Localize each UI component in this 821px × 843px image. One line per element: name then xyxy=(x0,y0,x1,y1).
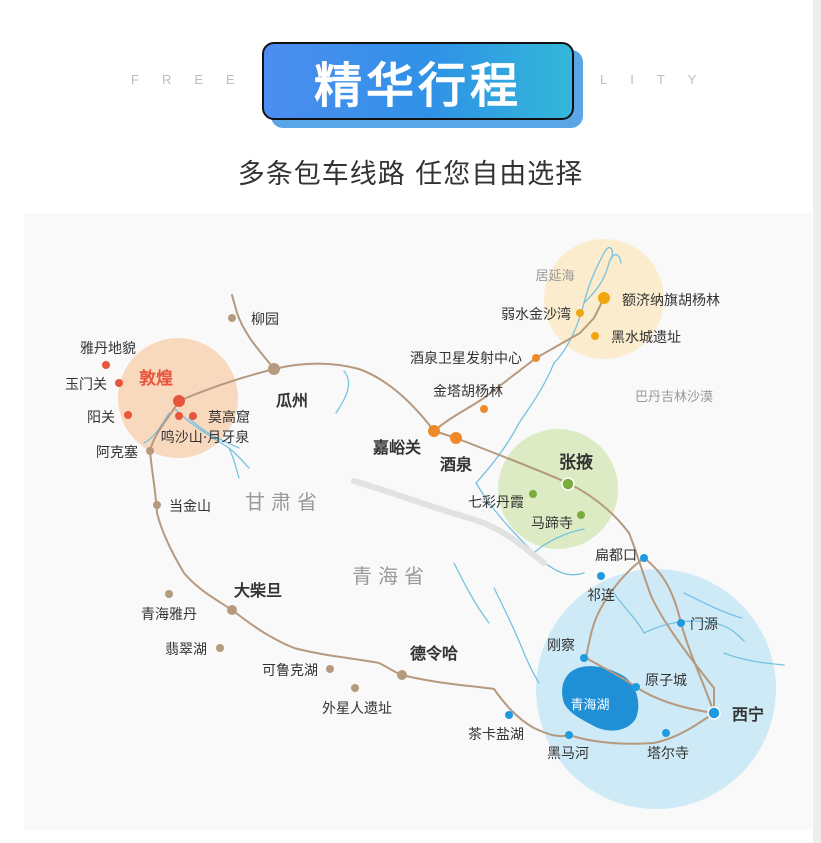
label-gangcha: 刚察 xyxy=(547,637,575,654)
heima-dot xyxy=(565,731,573,739)
label-feicui: 翡翠湖 xyxy=(165,642,207,658)
jiuquan-dot xyxy=(450,432,462,444)
ejina-dot xyxy=(598,292,610,304)
label-mogao: 莫高窟 xyxy=(208,409,250,426)
label-yuanzi: 原子城 xyxy=(645,673,687,689)
label-heima: 黑马河 xyxy=(547,746,589,762)
label-liuyuan: 柳园 xyxy=(251,311,279,328)
yuanzi-dot xyxy=(632,683,640,691)
route-map: 青海湖 xyxy=(24,213,812,830)
qilian-dot xyxy=(597,572,605,580)
biandukou-dot xyxy=(640,554,648,562)
feicui-dot xyxy=(216,644,224,652)
label-yangguan: 阳关 xyxy=(87,410,115,426)
page-edge xyxy=(813,0,821,843)
yardang-dot xyxy=(102,361,110,369)
heishui-dot xyxy=(591,332,599,340)
label-yumenguan: 玉门关 xyxy=(65,377,107,393)
label-qhyardang: 青海雅丹 xyxy=(141,607,197,623)
mingsha-dot xyxy=(175,412,183,420)
liuyuan-dot xyxy=(228,314,236,322)
label-biandukou: 扁都口 xyxy=(595,548,637,564)
route-map-svg: 青海湖 xyxy=(65,239,785,809)
deco-text-right: LITY xyxy=(600,72,720,87)
qicai-dot xyxy=(529,490,537,498)
dunhuang-label: 敦煌 xyxy=(139,368,173,389)
menyuan-dot xyxy=(677,619,685,627)
keluke-dot xyxy=(326,665,334,673)
taer-dot xyxy=(662,729,670,737)
label-jinta: 金塔胡杨林 xyxy=(433,384,503,400)
label-waixing: 外星人遗址 xyxy=(322,701,392,717)
place-labels: 柳园 瓜州 雅丹地貌 玉门关 阳关 莫高窟 鸣沙山·月牙泉 阿克塞 当金山 嘉峪… xyxy=(65,293,720,762)
xining-label: 西宁 xyxy=(732,705,764,724)
yumenguan-dot xyxy=(115,379,123,387)
mati-dot xyxy=(577,511,585,519)
zhangye-dot xyxy=(561,477,575,491)
page-title: 精华行程 xyxy=(313,58,522,114)
satellite-dot xyxy=(532,354,540,362)
delingha-dot xyxy=(397,670,407,680)
ruoshui-dot xyxy=(576,309,584,317)
label-delingha: 德令哈 xyxy=(410,644,458,663)
juyanhai-label: 居延海 xyxy=(535,269,574,284)
page-subtitle: 多条包车线路 任您自由选择 xyxy=(237,159,584,190)
jinta-dot xyxy=(480,405,488,413)
gangcha-dot xyxy=(580,654,588,662)
label-menyuan: 门源 xyxy=(690,617,718,633)
label-chaka: 茶卡盐湖 xyxy=(468,727,524,743)
desert-label: 巴丹吉林沙漠 xyxy=(635,390,713,405)
province-label-gansu: 甘肃省 xyxy=(245,490,323,514)
label-jiuquan: 酒泉 xyxy=(440,455,473,474)
guazhou-dot xyxy=(268,363,280,375)
zhangye-region-circle xyxy=(498,429,618,549)
label-akesai: 阿克塞 xyxy=(96,444,138,461)
dunhuang-dot xyxy=(173,395,185,407)
province-label-qinghai: 青海省 xyxy=(352,564,430,588)
label-ejina: 额济纳旗胡杨林 xyxy=(622,293,720,309)
qinghai-lake-label: 青海湖 xyxy=(570,698,609,713)
label-satellite: 酒泉卫星发射中心 xyxy=(410,350,522,367)
title-badge: 精华行程 xyxy=(262,42,574,120)
jiayuguan-dot xyxy=(428,425,440,437)
qinghai-lake xyxy=(562,666,639,731)
yangguan-dot xyxy=(124,411,132,419)
dangjinshan-dot xyxy=(153,501,161,509)
label-dachaidan: 大柴旦 xyxy=(234,581,282,600)
label-mati: 马蹄寺 xyxy=(531,515,573,532)
zhangye-label: 张掖 xyxy=(559,452,593,473)
river-network xyxy=(143,246,785,684)
deco-text-left: FREE xyxy=(131,72,258,87)
label-taer: 塔尔寺 xyxy=(647,746,689,762)
qhyardang-dot xyxy=(165,590,173,598)
xining-region-circle xyxy=(536,569,776,809)
label-qicai: 七彩丹霞 xyxy=(468,495,524,511)
label-ruoshui: 弱水金沙湾 xyxy=(501,306,571,323)
dachaidan-dot xyxy=(227,605,237,615)
label-guazhou: 瓜州 xyxy=(276,391,308,410)
province-boundary xyxy=(351,478,547,566)
xining-dot xyxy=(707,706,721,720)
label-dangjinshan: 当金山 xyxy=(169,499,211,515)
label-heishui: 黑水城遗址 xyxy=(611,330,681,346)
label-jiayuguan: 嘉峪关 xyxy=(372,438,421,457)
akesai-dot xyxy=(146,447,154,455)
label-mingsha: 鸣沙山·月牙泉 xyxy=(161,429,249,446)
label-keluke: 可鲁克湖 xyxy=(262,663,318,679)
label-yardang: 雅丹地貌 xyxy=(80,341,136,357)
chaka-dot xyxy=(505,711,513,719)
label-qilian: 祁连 xyxy=(587,588,615,604)
waixing-dot xyxy=(351,684,359,692)
route-dots xyxy=(102,292,721,739)
mogao-dot xyxy=(189,412,197,420)
